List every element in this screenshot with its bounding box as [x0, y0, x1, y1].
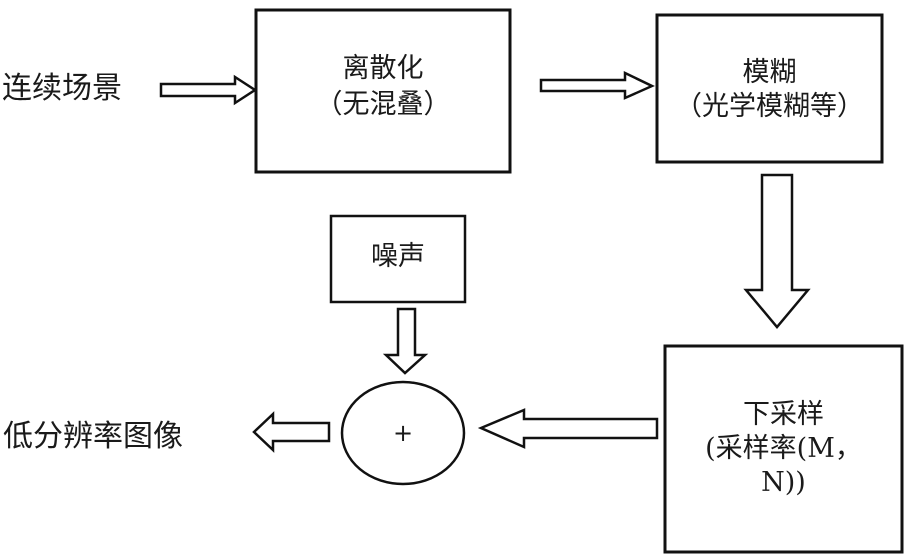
discretize-title: 离散化: [342, 53, 424, 84]
downsample-subtitle: (采样率(M，: [705, 433, 862, 464]
adder-circle: [340, 380, 466, 486]
downsample-title: 下采样: [743, 399, 824, 430]
arrow-input-to-discretize: [159, 74, 258, 106]
noise-box: [329, 214, 467, 304]
noise-title: 噪声: [371, 241, 425, 272]
arrow-noise-to-adder: [382, 307, 429, 375]
discretize-subtitle: （无混叠）: [315, 89, 451, 120]
input-label: 连续场景: [2, 71, 122, 106]
arrow-adder-to-output: [252, 411, 331, 453]
arrow-discretize-to-blur: [539, 71, 655, 100]
adder-symbol: +: [392, 419, 414, 447]
arrow-downsample-to-adder: [477, 408, 659, 449]
blur-subtitle: （光学模糊等）: [675, 91, 864, 122]
downsample-box: [663, 344, 904, 554]
blur-title: 模糊: [742, 57, 797, 88]
arrow-blur-to-downsample: [743, 173, 811, 329]
discretize-box: [254, 8, 512, 174]
output-label: 低分辨率图像: [3, 419, 183, 454]
blur-box: [655, 13, 884, 164]
downsample-subtitle-2: N)): [761, 467, 806, 498]
